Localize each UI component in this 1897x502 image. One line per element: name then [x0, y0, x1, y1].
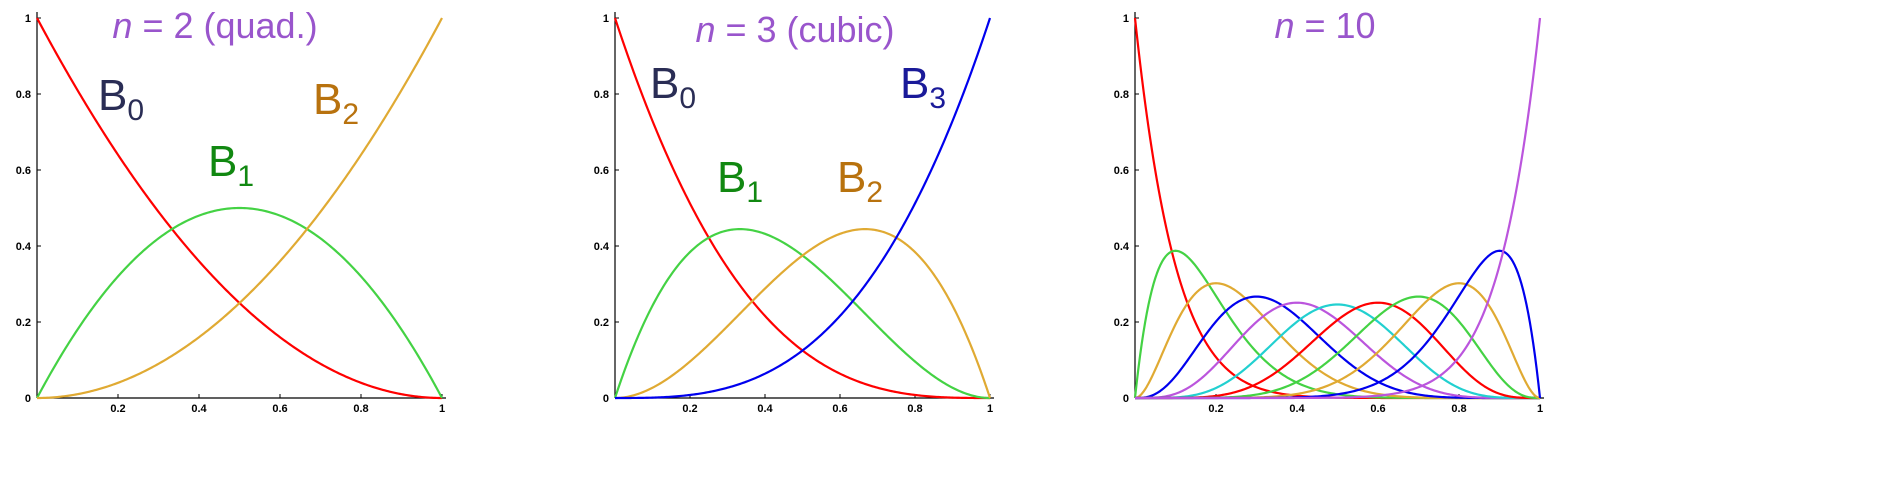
- y-tick-label: 0: [25, 393, 31, 405]
- series-line-b3: [615, 17, 992, 400]
- x-tick-label: 0.4: [757, 403, 773, 415]
- series-label-b0: B0: [98, 71, 144, 127]
- series-label-b0: B0: [650, 59, 696, 115]
- x-tick-label: 0.2: [110, 403, 125, 415]
- x-tick-label: 0.4: [191, 403, 207, 415]
- x-tick-label: 0.6: [272, 403, 287, 415]
- y-tick-label: 1: [1123, 13, 1129, 25]
- y-tick-label: 0.6: [1114, 165, 1129, 177]
- x-tick-label: 0.2: [1208, 403, 1223, 415]
- y-tick-label: 0.6: [16, 165, 31, 177]
- x-tick-label: 0.8: [1451, 403, 1466, 415]
- x-tick-label: 1: [1537, 403, 1543, 415]
- series-label-b1: B1: [208, 137, 254, 193]
- y-tick-label: 0.8: [1114, 89, 1129, 101]
- y-tick-label: 0.6: [594, 165, 609, 177]
- chart-panel-n3: 0 0.2 0.4 0.6 0.8 1 0.2 0.4 0.6 0.8 1 n = 3 (cubic)…: [594, 9, 994, 415]
- x-tick-label: 1: [987, 403, 993, 415]
- y-tick-label: 1: [25, 13, 31, 25]
- series-label-b1: B1: [717, 153, 763, 209]
- series-line-b2: [36, 17, 443, 400]
- series-line-b10: [1135, 17, 1542, 400]
- y-tick-label: 0.2: [1114, 317, 1129, 329]
- series-line-b5: [1135, 303, 1540, 400]
- x-tick-label: 0.4: [1289, 403, 1305, 415]
- chart-panel-n2: 0 0.2 0.4 0.6 0.8 1 0.2 0.4 0.6 0.8 1 n = 2 (quad.)…: [16, 5, 446, 415]
- x-tick-label: 0.8: [907, 403, 922, 415]
- series-line-b2: [614, 228, 992, 400]
- x-tick-label: 0.6: [832, 403, 847, 415]
- x-tick-label: 0.6: [1370, 403, 1385, 415]
- y-tick-label: 0.4: [1114, 241, 1130, 253]
- series-label-b2: B2: [313, 75, 359, 131]
- y-tick-label: 0.8: [594, 89, 609, 101]
- chart-title: n = 10: [1274, 5, 1375, 46]
- series-line-b8: [1135, 282, 1541, 400]
- series-label-b3: B3: [900, 59, 946, 115]
- chart-title: n = 2 (quad.): [112, 5, 317, 46]
- x-tick-label: 0.8: [353, 403, 368, 415]
- series-label-b2: B2: [837, 153, 883, 209]
- y-tick-label: 0.4: [594, 241, 610, 253]
- y-tick-label: 0.8: [16, 89, 31, 101]
- x-tick-label: 1: [439, 403, 445, 415]
- y-tick-label: 0.2: [594, 317, 609, 329]
- chart-panel-n10: 0 0.2 0.4 0.6 0.8 1 0.2 0.4 0.6 0.8 1 n = 10: [1114, 5, 1544, 415]
- y-tick-label: 1: [603, 13, 609, 25]
- series-line-b1: [36, 206, 443, 399]
- chart-title: n = 3 (cubic): [695, 9, 894, 50]
- y-tick-label: 0.2: [16, 317, 31, 329]
- y-tick-label: 0: [603, 393, 609, 405]
- y-tick-label: 0.4: [16, 241, 32, 253]
- series-line-b0: [1133, 17, 1540, 400]
- x-tick-label: 0.2: [682, 403, 697, 415]
- y-tick-label: 0: [1123, 393, 1129, 405]
